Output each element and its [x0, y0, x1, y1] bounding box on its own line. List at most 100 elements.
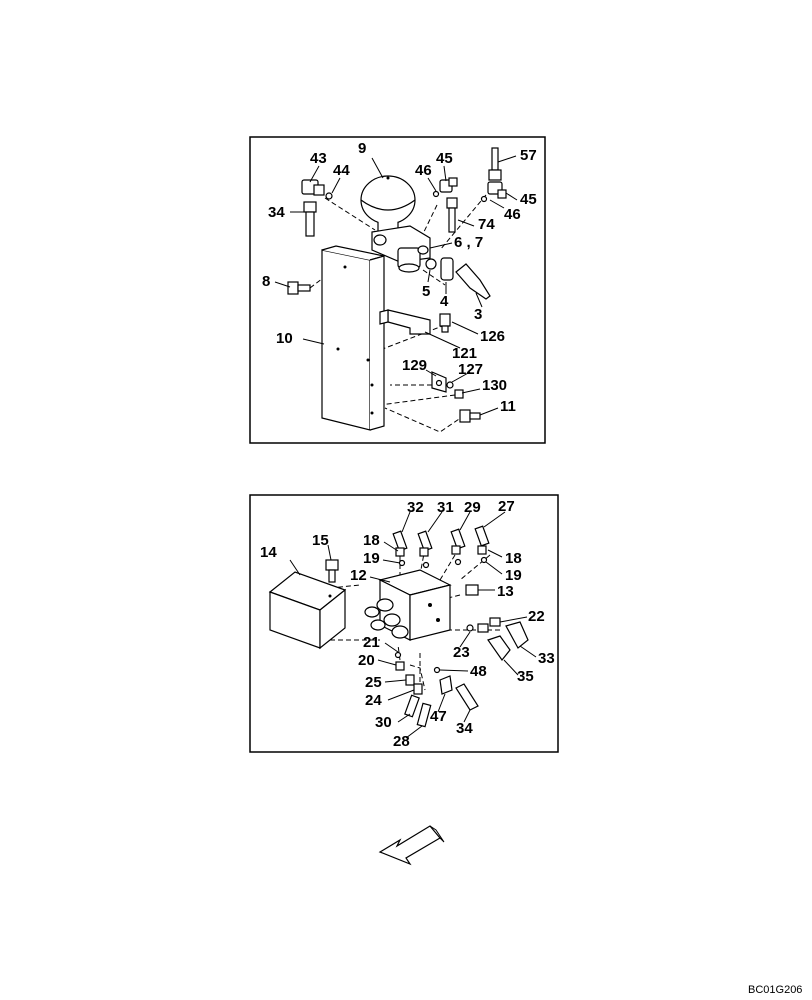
adapter-22a	[477, 623, 489, 633]
accumulator	[360, 175, 416, 233]
label-45: 45	[436, 150, 453, 167]
label-11: 11	[500, 398, 516, 415]
label-22: 22	[528, 608, 545, 625]
direction-arrow-icon	[378, 825, 445, 866]
part-labels-top: 57 9 43 44 45 46 34 74 46 45 6 , 7 8 5 4…	[262, 140, 537, 415]
label-57: 57	[520, 147, 537, 164]
panel-top-frame	[249, 136, 546, 444]
label-15: 15	[312, 532, 329, 549]
label-46b: 46	[504, 206, 521, 223]
label-28: 28	[393, 733, 410, 750]
label-34: 34	[268, 204, 285, 221]
label-3: 3	[474, 306, 482, 323]
elbow-33	[505, 621, 529, 649]
hose-end-34	[303, 201, 317, 237]
label-6-7: 6 , 7	[454, 234, 483, 251]
pipe-74	[446, 197, 458, 233]
adapter-18d	[477, 545, 487, 555]
adapter-22b	[489, 617, 501, 627]
label-13: 13	[497, 583, 514, 600]
label-18a: 18	[363, 532, 380, 549]
label-23: 23	[453, 644, 470, 661]
hose-end-57	[488, 147, 502, 181]
adapter-20	[395, 661, 405, 671]
o-ring-46b	[480, 195, 488, 203]
label-25: 25	[365, 674, 382, 691]
label-130: 130	[482, 377, 507, 394]
clamp-129	[431, 371, 447, 393]
label-29: 29	[464, 499, 481, 516]
bolt-126	[439, 313, 451, 333]
part-labels-bottom: 32 31 29 27 18 18 15 19 19 14 12 13 22 2…	[260, 498, 555, 750]
bolt-15	[325, 559, 339, 583]
o-ring-19c	[454, 558, 462, 566]
label-33: 33	[538, 650, 555, 667]
o-ring-19a	[398, 559, 406, 567]
o-ring-19b	[422, 561, 430, 569]
label-45b: 45	[520, 191, 537, 208]
panel-top: 57 9 43 44 45 46 34 74 46 45 6 , 7 8 5 4…	[249, 136, 546, 444]
elbow-35	[487, 635, 511, 662]
adapter-18b	[419, 547, 429, 557]
adapter-4	[440, 257, 454, 281]
label-24: 24	[365, 692, 382, 709]
label-121: 121	[452, 345, 477, 362]
bracket-121	[379, 309, 431, 335]
label-4: 4	[440, 293, 449, 310]
o-ring-44	[325, 192, 333, 200]
label-47: 47	[430, 708, 447, 725]
valve-block	[371, 225, 431, 273]
fitting-27	[474, 525, 490, 547]
panel-bottom-frame	[249, 494, 559, 753]
o-ring-48	[433, 666, 441, 674]
label-32: 32	[407, 499, 424, 516]
label-30: 30	[375, 714, 392, 731]
elbow-47	[439, 675, 453, 695]
label-27: 27	[498, 498, 515, 515]
label-19b: 19	[505, 567, 522, 584]
adapter-18a	[395, 547, 405, 557]
label-20: 20	[358, 652, 375, 669]
label-34b: 34	[456, 720, 473, 737]
label-5: 5	[422, 283, 430, 300]
label-8: 8	[262, 273, 270, 290]
label-127: 127	[458, 361, 483, 378]
elbow-fitting-45b	[487, 181, 507, 199]
adapter-24	[413, 683, 423, 695]
bracket-plate-10	[321, 245, 385, 431]
label-18b: 18	[505, 550, 522, 567]
bolt-11	[459, 409, 481, 423]
label-31: 31	[437, 499, 454, 516]
manifold-block-12	[364, 569, 452, 641]
washer-127	[446, 381, 454, 389]
o-ring-21	[394, 651, 402, 659]
label-48: 48	[470, 663, 487, 680]
label-19a: 19	[363, 550, 380, 567]
hose-end-34b	[455, 683, 479, 711]
label-129: 129	[402, 357, 427, 374]
screw-130	[454, 389, 464, 399]
cover-14	[268, 571, 347, 650]
plug-13	[465, 584, 479, 596]
label-74: 74	[478, 216, 495, 233]
adapter-18c	[451, 545, 461, 555]
diagram-code: BC01G206	[748, 984, 802, 996]
label-12: 12	[350, 567, 367, 584]
elbow-fitting-43	[301, 179, 325, 196]
bolt-8	[287, 281, 311, 295]
elbow-fitting-45a	[439, 177, 458, 193]
label-126: 126	[480, 328, 505, 345]
label-44: 44	[333, 162, 350, 179]
adapter-25	[405, 674, 415, 686]
panel-bottom: 32 31 29 27 18 18 15 19 19 14 12 13 22 2…	[249, 494, 559, 753]
leader-lines-top	[274, 155, 518, 416]
fitting-29	[450, 528, 466, 550]
o-ring-19d	[480, 556, 488, 564]
o-ring-46a	[432, 190, 440, 198]
label-21: 21	[363, 634, 380, 651]
label-14: 14	[260, 544, 277, 561]
label-10: 10	[276, 330, 293, 347]
label-35: 35	[517, 668, 534, 685]
label-9: 9	[358, 140, 366, 157]
